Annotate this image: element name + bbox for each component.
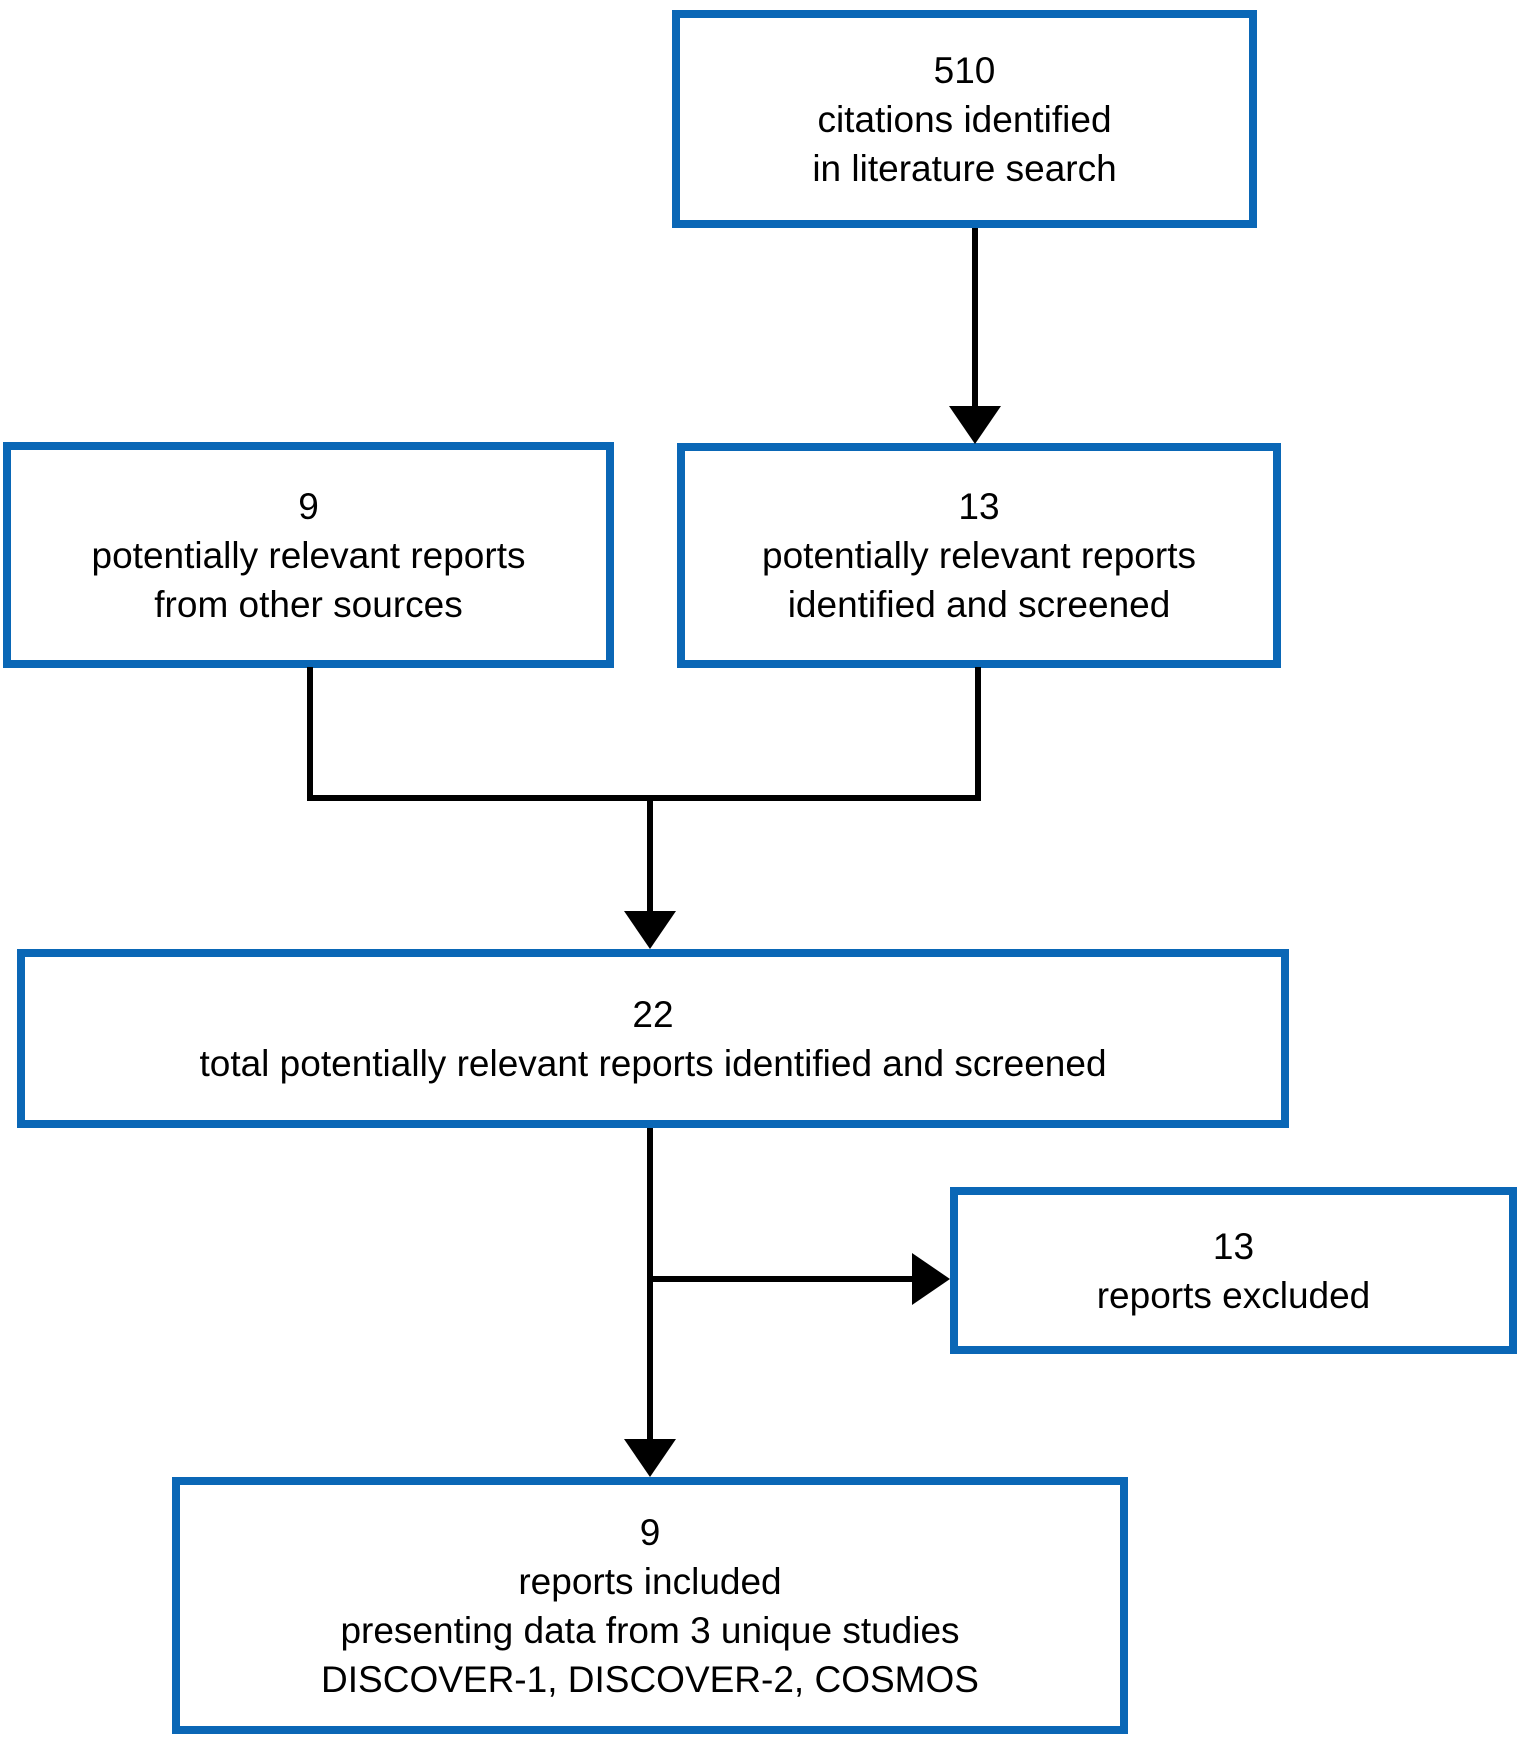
other-sources-label-line2: from other sources bbox=[154, 583, 463, 625]
reports-excluded-count: 13 bbox=[1212, 1225, 1255, 1267]
connector-citations-to-screened bbox=[972, 228, 978, 406]
reports-included-box: 9 reports included presenting data from … bbox=[172, 1477, 1128, 1734]
other-sources-box: 9 potentially relevant reports from othe… bbox=[3, 442, 614, 668]
identified-screened-label-line2: identified and screened bbox=[787, 584, 1171, 625]
connector-branch-to-excluded bbox=[650, 1276, 912, 1282]
reports-excluded-box: 13 reports excluded bbox=[950, 1187, 1517, 1354]
connector-screened-down bbox=[975, 667, 981, 798]
citations-label-line2: in literature search bbox=[812, 147, 1117, 189]
connector-merge-to-total bbox=[647, 798, 653, 911]
arrow-down-icon bbox=[624, 911, 676, 949]
connector-merge-horizontal bbox=[307, 795, 981, 801]
other-sources-count: 9 bbox=[298, 485, 319, 527]
reports-included-label-line1: reports included bbox=[518, 1560, 782, 1602]
total-screened-box: 22 total potentially relevant reports id… bbox=[17, 949, 1289, 1128]
citations-label-line1: citations identified bbox=[817, 98, 1112, 140]
connector-total-to-included bbox=[647, 1128, 653, 1439]
identified-screened-count: 13 bbox=[958, 486, 1000, 527]
citations-count: 510 bbox=[933, 49, 996, 91]
reports-included-label-line2: presenting data from 3 unique studies bbox=[340, 1609, 960, 1651]
arrow-down-icon bbox=[949, 406, 1001, 444]
arrow-right-icon bbox=[912, 1253, 950, 1305]
arrow-down-icon bbox=[624, 1439, 676, 1477]
connector-other-sources-down bbox=[307, 667, 313, 798]
identified-screened-label-line1: potentially relevant reports bbox=[762, 535, 1196, 576]
reports-excluded-label: reports excluded bbox=[1096, 1274, 1371, 1316]
identified-screened-box: 13 potentially relevant reports identifi… bbox=[677, 443, 1281, 668]
total-screened-label: total potentially relevant reports ident… bbox=[199, 1042, 1107, 1084]
reports-included-count: 9 bbox=[639, 1511, 661, 1553]
reports-included-studies: DISCOVER-1, DISCOVER-2, COSMOS bbox=[321, 1658, 979, 1700]
citations-identified-box: 510 citations identified in literature s… bbox=[672, 10, 1257, 228]
other-sources-label-line1: potentially relevant reports bbox=[91, 534, 526, 576]
total-screened-count: 22 bbox=[632, 993, 674, 1035]
